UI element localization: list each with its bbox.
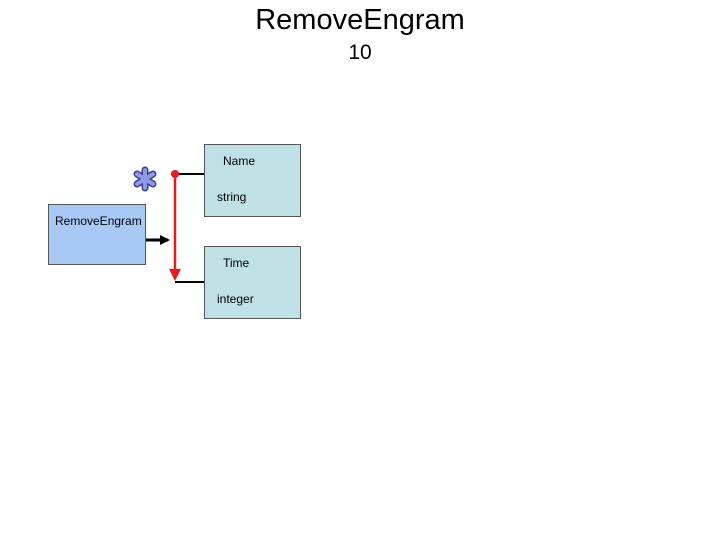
sequence-start-dot — [171, 170, 179, 178]
source-node-label: RemoveEngram — [55, 214, 142, 228]
field-node-time[interactable]: Time integer — [204, 246, 301, 319]
field-name-type: string — [217, 190, 247, 204]
field-name-label: Name — [223, 154, 256, 168]
field-time-label: Time — [223, 256, 250, 270]
field-time-type: integer — [217, 292, 254, 306]
source-node[interactable]: RemoveEngram — [48, 204, 146, 265]
field-node-name[interactable]: Name string — [204, 144, 301, 217]
diagram-title: RemoveEngram — [255, 4, 465, 36]
asterisk-icon — [133, 166, 157, 192]
sequence-arrowhead — [169, 269, 181, 281]
diagram-subtitle: 10 — [348, 41, 372, 64]
